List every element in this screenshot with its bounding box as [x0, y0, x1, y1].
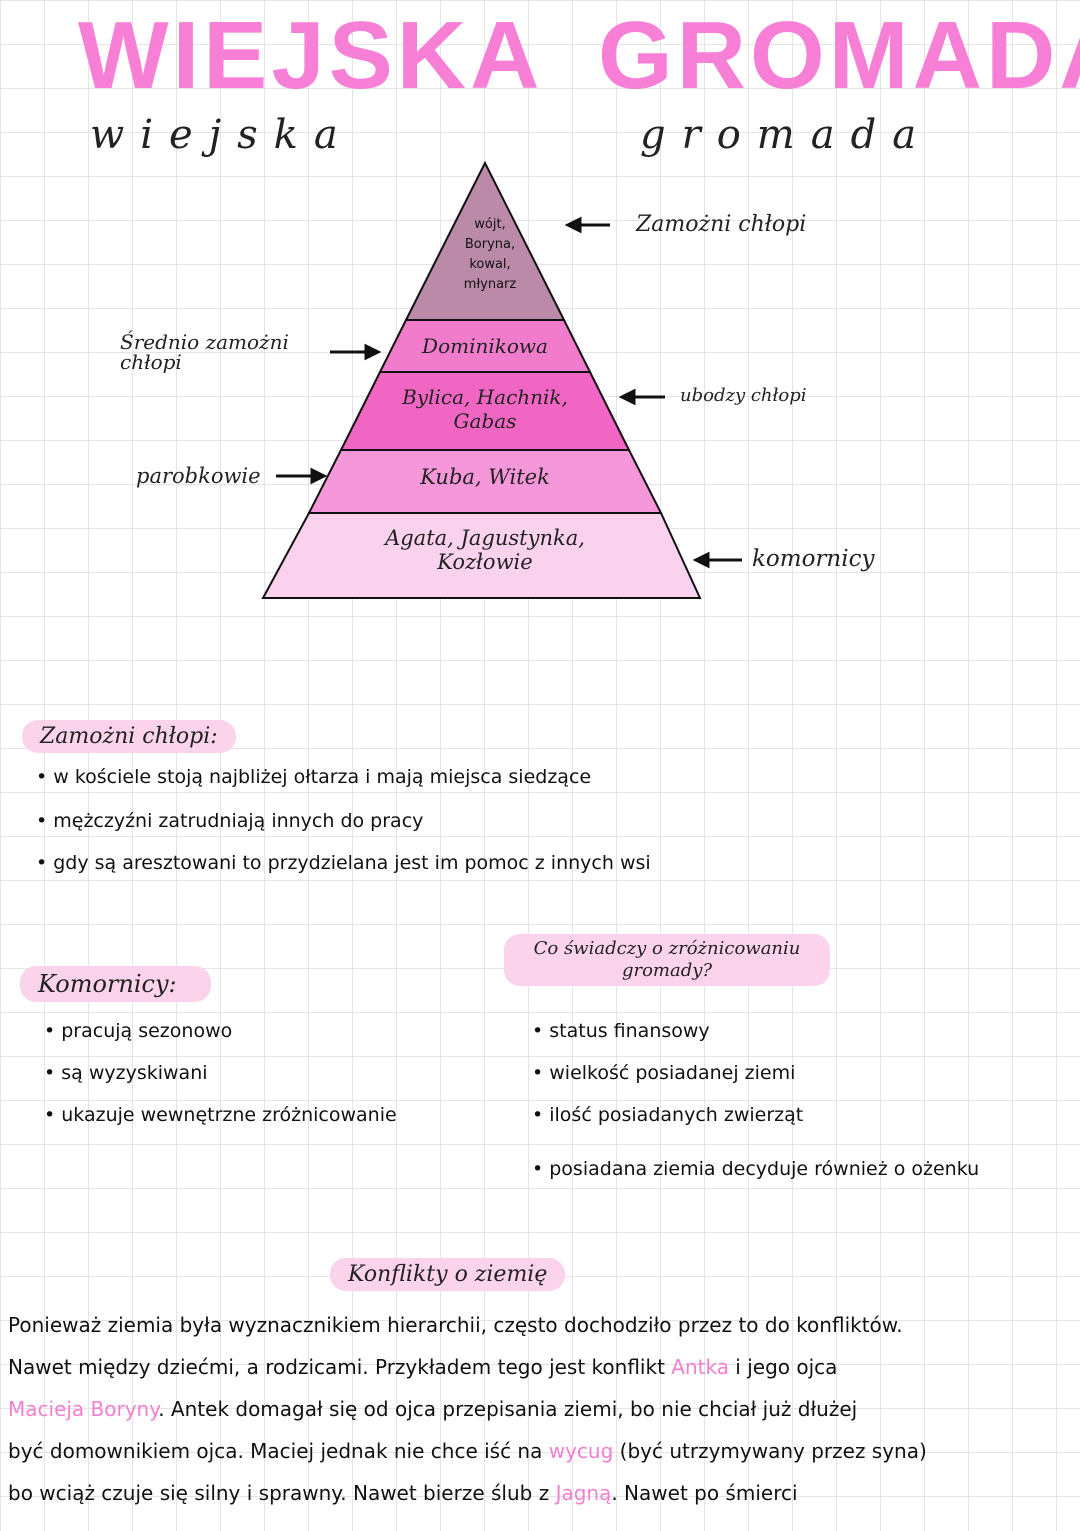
highlighted-name: Macieja Boryny: [8, 1397, 159, 1421]
bullet-text: pracują sezonowo: [61, 1020, 233, 1042]
line-text: . Nawet po śmierci: [611, 1481, 798, 1505]
paragraph-line: być domownikiem ojca. Maciej jednak nie …: [8, 1430, 927, 1472]
paragraph-line: Ponieważ ziemia była wyznacznikiem hiera…: [8, 1304, 927, 1346]
komornicy-heading: Komornicy:: [20, 966, 211, 1002]
bullet-text: ukazuje wewnętrzne zróżnicowanie: [61, 1104, 397, 1126]
pyramid: [261, 160, 742, 599]
label-komornicy: komornicy: [752, 546, 875, 572]
highlighted-name: wycug: [548, 1439, 614, 1463]
highlighted-name: Antka: [671, 1355, 729, 1379]
bullet-text: status finansowy: [549, 1020, 710, 1042]
layer-label-4: Kuba, Witek: [420, 465, 550, 489]
bullet-text: mężczyźni zatrudniają innych do pracy: [53, 810, 424, 832]
label-zamozni: Zamożni chłopi: [636, 212, 807, 237]
line-text: . Antek domagał się od ojca przepisania …: [158, 1397, 858, 1421]
bullet-text: gdy są aresztowani to przydzielana jest …: [53, 852, 651, 874]
bullet-text: wielkość posiadanej ziemi: [549, 1062, 796, 1084]
konflikty-heading: Konflikty o ziemię: [330, 1258, 566, 1291]
line-text: Nawet między dziećmi, a rodzicami. Przyk…: [8, 1355, 672, 1379]
layer-label-3: Bylica, Hachnik, Gabas: [402, 385, 568, 433]
title-block-word-1: WIEJSKA: [78, 2, 544, 109]
line-text: Ponieważ ziemia była wyznacznikiem hiera…: [8, 1313, 903, 1337]
label-ubodzy: ubodzy chłopi: [680, 385, 807, 406]
title-script-word-2: gromada: [640, 112, 933, 158]
paragraph-line: bo wciąż czuje się silny i sprawny. Nawe…: [8, 1472, 927, 1514]
line-text: być domownikiem ojca. Maciej jednak nie …: [8, 1439, 549, 1463]
line-text: bo wciąż czuje się silny i sprawny. Nawe…: [8, 1481, 556, 1505]
label-srednio: Średnio zamożni chłopi: [120, 330, 289, 374]
line-text: (być utrzymywany przez syna): [613, 1439, 927, 1463]
line-text: i jego ojca: [728, 1355, 838, 1379]
swiadczy-heading: Co świadczy o zróżnicowaniu gromady?: [504, 934, 830, 986]
paragraph-line: Macieja Boryny. Antek domagał się od ojc…: [8, 1388, 927, 1430]
bullet-text: posiadana ziemia decyduje również o ożen…: [549, 1158, 980, 1180]
layer-label-2: Dominikowa: [422, 334, 548, 358]
swiadczy-bullet: • wielkość posiadanej ziemi: [532, 1062, 796, 1084]
swiadczy-bullet: • posiadana ziemia decyduje również o oż…: [532, 1158, 980, 1180]
paragraph-line: Nawet między dziećmi, a rodzicami. Przyk…: [8, 1346, 927, 1388]
komornicy-bullet: • są wyzyskiwani: [44, 1062, 208, 1084]
zamozni-bullet: • w kościele stoją najbliżej ołtarza i m…: [36, 766, 592, 788]
title-block-word-2: GROMADA: [598, 2, 1080, 109]
zamozni-bullet: • mężczyźni zatrudniają innych do pracy: [36, 810, 424, 832]
bullet-text: ilość posiadanych zwierząt: [549, 1104, 804, 1126]
zamozni-heading: Zamożni chłopi:: [22, 720, 236, 753]
konflikty-paragraph: Ponieważ ziemia była wyznacznikiem hiera…: [8, 1304, 927, 1514]
label-parobkowie: parobkowie: [136, 464, 261, 488]
komornicy-bullet: • ukazuje wewnętrzne zróżnicowanie: [44, 1104, 397, 1126]
bullet-text: w kościele stoją najbliżej ołtarza i maj…: [53, 766, 592, 788]
highlighted-name: Jagną: [555, 1481, 612, 1505]
swiadczy-bullet: • status finansowy: [532, 1020, 710, 1042]
layer-label-1: wójt, Boryna, kowal, młynarz: [463, 217, 517, 292]
title-script-word-1: wiejska: [90, 112, 354, 158]
arrows: [276, 216, 742, 569]
komornicy-bullet: • pracują sezonowo: [44, 1020, 233, 1042]
layer-label-5: Agata, Jagustynka, Kozłowie: [385, 526, 585, 574]
swiadczy-bullet: • ilość posiadanych zwierząt: [532, 1104, 804, 1126]
zamozni-bullet: • gdy są aresztowani to przydzielana jes…: [36, 852, 651, 874]
pyramid-layer: [261, 512, 702, 599]
bullet-text: są wyzyskiwani: [61, 1062, 208, 1084]
